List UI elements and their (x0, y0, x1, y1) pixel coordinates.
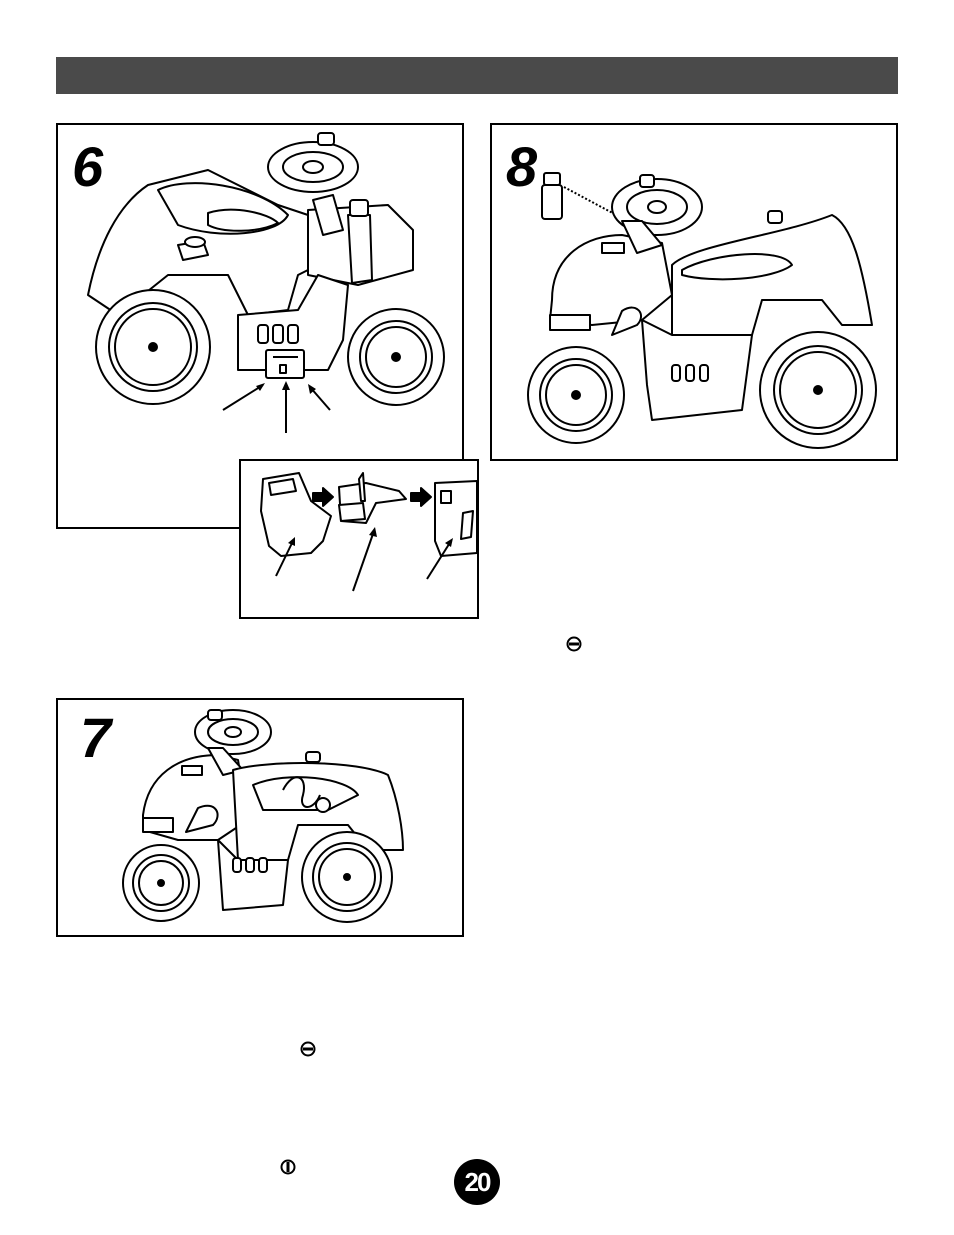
screw-slotted-icon (566, 636, 582, 652)
screw-vertical-icon (280, 1159, 296, 1175)
ride-on-vehicle-illustration (58, 700, 462, 935)
step-6-inset-detail (239, 459, 479, 619)
ride-on-vehicle-illustration (492, 125, 896, 459)
page-number: 20 (454, 1159, 500, 1205)
step-7-panel: 7 (56, 698, 464, 937)
step-8-panel: 8 (490, 123, 898, 461)
screw-slotted-icon (300, 1041, 316, 1057)
battery-cover-detail-illustration (241, 461, 477, 617)
header-bar (56, 57, 898, 94)
